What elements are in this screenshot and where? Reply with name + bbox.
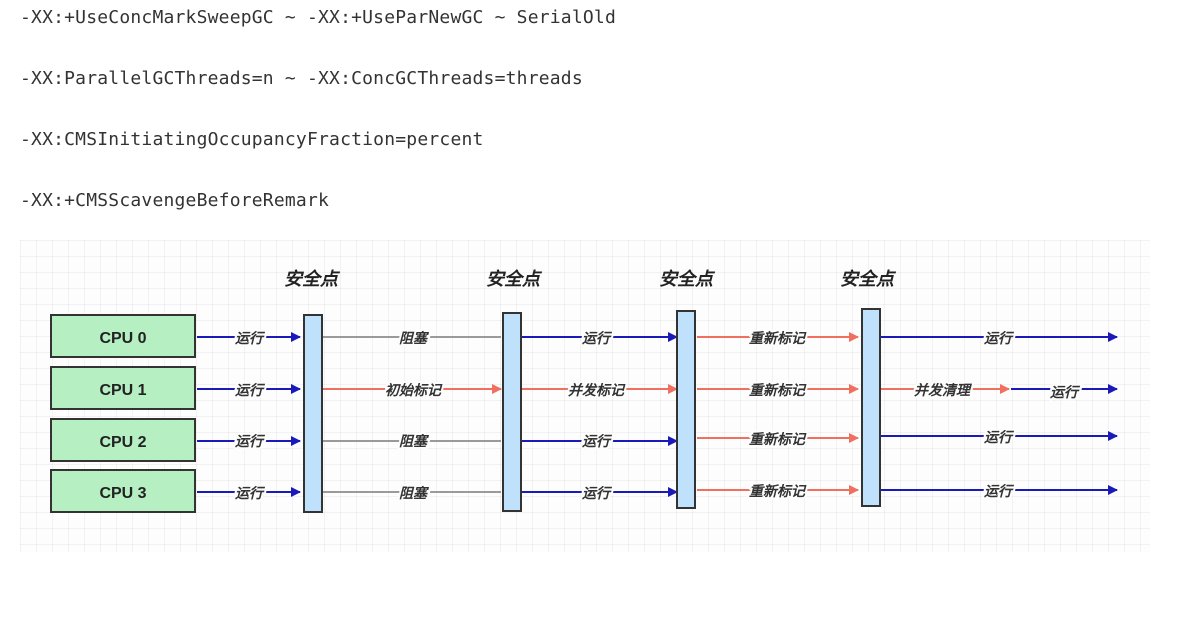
cms-phase-diagram: 安全点 安全点 安全点 安全点 CPU 0 CPU 1 CPU 2 CPU 3 xyxy=(20,240,1150,552)
cpu-label-2: CPU 2 xyxy=(99,434,146,451)
safepoint-bar-2 xyxy=(502,312,522,512)
cpu-box-2 xyxy=(50,418,196,462)
code-line-scavenge-before-remark: -XX:+CMSScavengeBeforeRemark xyxy=(20,190,330,211)
cpu-label-0: CPU 0 xyxy=(99,330,146,347)
safepoint-label-4: 安全点 xyxy=(840,269,897,290)
safepoint-label-1: 安全点 xyxy=(284,269,341,290)
label-cpu1-phase4: 并发清理 xyxy=(914,382,972,399)
label-cpu3-phase0: 运行 xyxy=(235,485,266,502)
cpu-label-3: CPU 3 xyxy=(99,485,146,502)
label-cpu0-phase1: 阻塞 xyxy=(399,330,430,347)
safepoint-bar-3 xyxy=(676,310,696,509)
safepoint-label-2: 安全点 xyxy=(486,269,543,290)
label-cpu2-phase4: 运行 xyxy=(984,429,1015,446)
label-cpu0-phase0: 运行 xyxy=(235,330,266,347)
label-cpu2-phase3: 重新标记 xyxy=(749,431,807,448)
label-cpu0-phase4: 运行 xyxy=(984,330,1015,347)
cpu-box-3 xyxy=(50,469,196,513)
label-cpu2-phase1: 阻塞 xyxy=(399,433,430,450)
label-cpu1-phase2: 并发标记 xyxy=(568,382,626,399)
cpu-box-0 xyxy=(50,314,196,358)
label-cpu3-phase1: 阻塞 xyxy=(399,485,430,502)
label-cpu0-phase2: 运行 xyxy=(582,330,613,347)
safepoint-label-3: 安全点 xyxy=(659,269,716,290)
label-cpu2-phase2: 运行 xyxy=(582,433,613,450)
label-cpu1-final-run: 运行 xyxy=(1050,384,1081,401)
cpu-box-1 xyxy=(50,366,196,410)
safepoint-bar-1 xyxy=(303,314,323,513)
code-line-gc-collectors: -XX:+UseConcMarkSweepGC ~ -XX:+UseParNew… xyxy=(20,7,616,28)
label-cpu0-phase3: 重新标记 xyxy=(749,330,807,347)
cms-phase-diagram-svg: 安全点 安全点 安全点 安全点 CPU 0 CPU 1 CPU 2 CPU 3 xyxy=(50,269,1118,513)
safepoint-bar-4 xyxy=(861,308,881,507)
label-cpu1-phase3: 重新标记 xyxy=(749,382,807,399)
label-cpu2-phase0: 运行 xyxy=(235,433,266,450)
label-cpu1-phase1: 初始标记 xyxy=(385,382,443,399)
label-cpu3-phase4: 运行 xyxy=(984,483,1015,500)
code-line-occupancy-fraction: -XX:CMSInitiatingOccupancyFraction=perce… xyxy=(20,129,484,150)
cpu-label-1: CPU 1 xyxy=(99,382,146,399)
label-cpu3-phase2: 运行 xyxy=(582,485,613,502)
label-cpu1-phase0: 运行 xyxy=(235,382,266,399)
code-line-gc-threads: -XX:ParallelGCThreads=n ~ -XX:ConcGCThre… xyxy=(20,68,583,89)
label-cpu3-phase3: 重新标记 xyxy=(749,483,807,500)
